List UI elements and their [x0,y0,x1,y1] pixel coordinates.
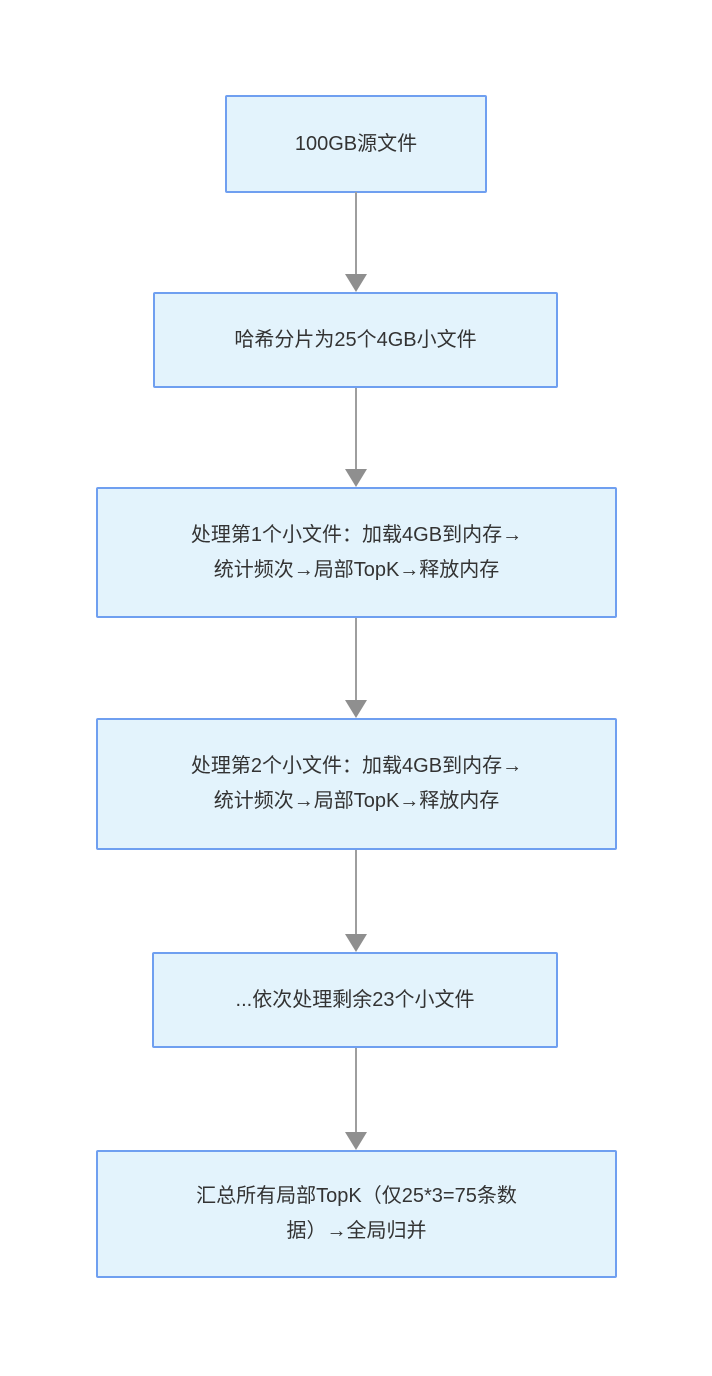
arrow-shaft [355,850,357,937]
node-process-file-2: 处理第2个小文件：加载4GB到内存→ 统计频次→局部TopK→释放内存 [96,718,617,850]
node-process-rest: ...依次处理剩余23个小文件 [152,952,558,1048]
arrow-head-icon [345,1132,367,1150]
flow-arrow-icon [344,618,368,718]
arrow-shaft [355,192,357,277]
arrow-head-icon [345,274,367,292]
flow-arrow-icon [344,192,368,292]
flow-arrow-icon [344,1048,368,1150]
arrow-shaft [355,618,357,703]
arrow-shaft [355,388,357,472]
node-process-file-1: 处理第1个小文件：加载4GB到内存→ 统计频次→局部TopK→释放内存 [96,487,617,618]
arrow-head-icon [345,934,367,952]
node-global-merge: 汇总所有局部TopK（仅25*3=75条数 据）→全局归并 [96,1150,617,1278]
node-hash-shard: 哈希分片为25个4GB小文件 [153,292,558,388]
arrow-head-icon [345,469,367,487]
flow-arrow-icon [344,850,368,952]
arrow-shaft [355,1048,357,1135]
flow-arrow-icon [344,388,368,487]
arrow-head-icon [345,700,367,718]
node-source-file: 100GB源文件 [225,95,487,193]
